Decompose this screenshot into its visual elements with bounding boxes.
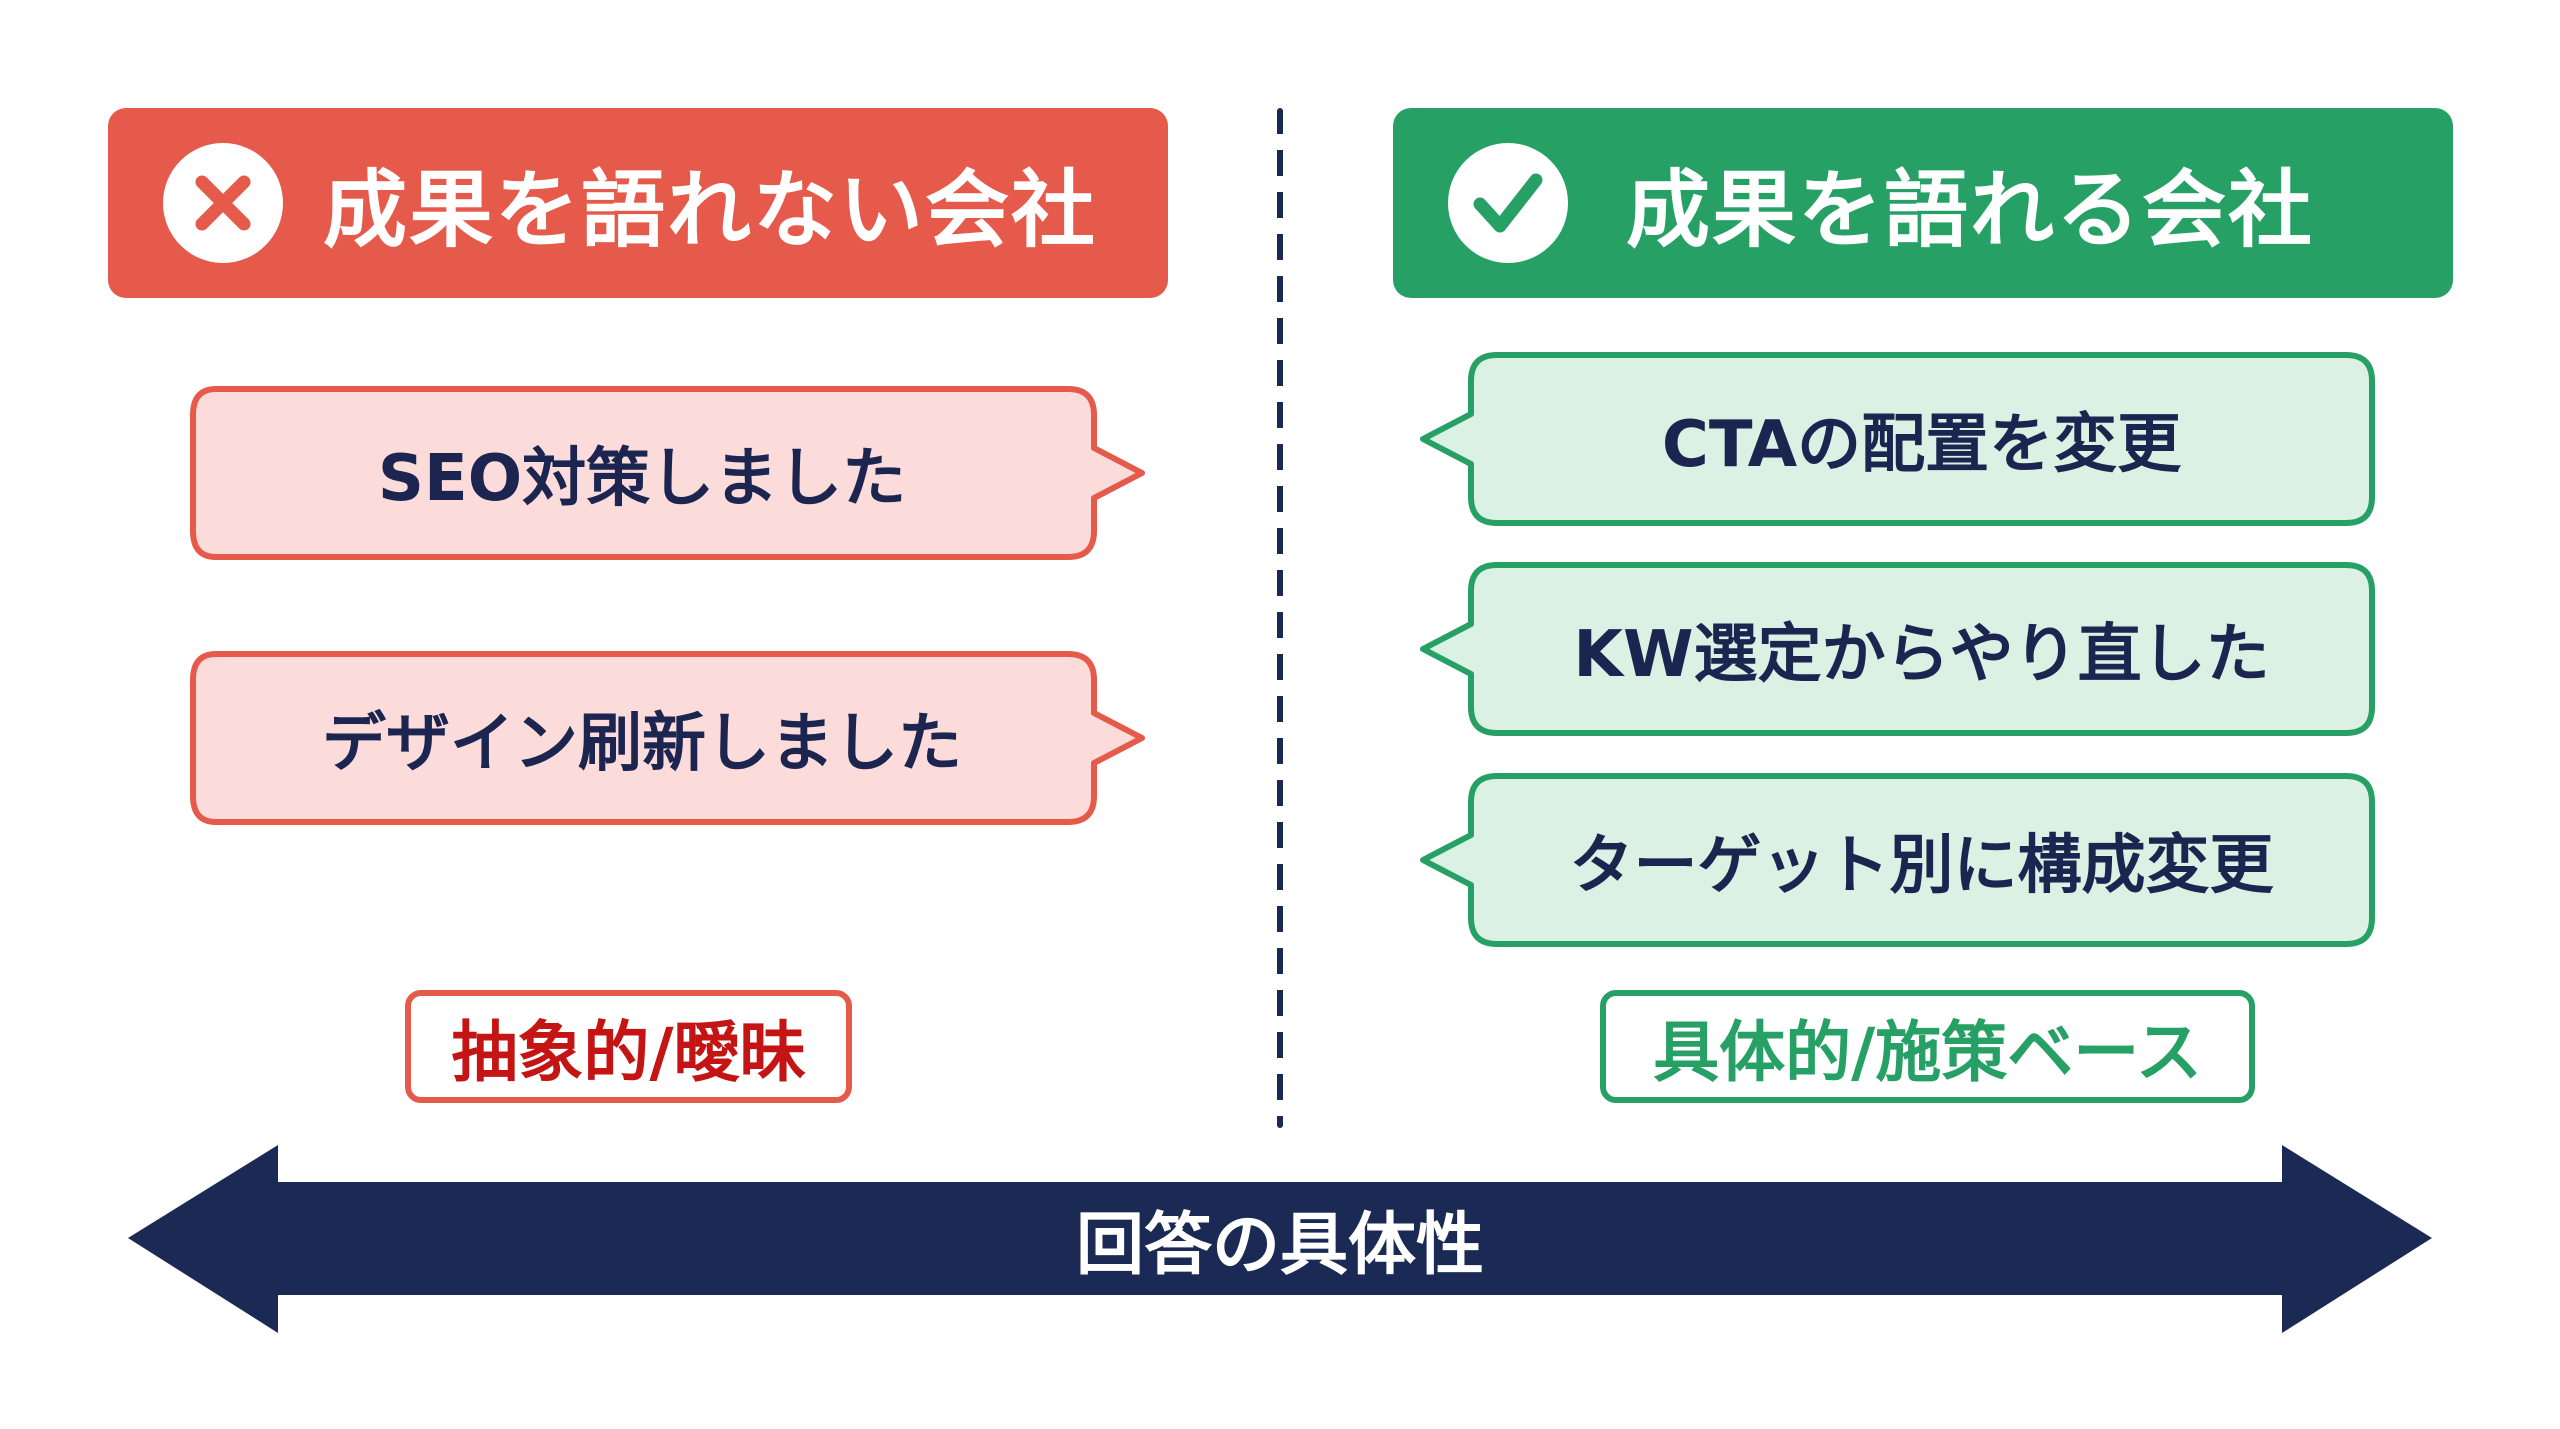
dashed-divider [1277, 108, 1283, 1128]
speech-bubble-shape [1420, 773, 2375, 947]
bubble-text: ターゲット別に構成変更 [1569, 829, 2274, 903]
speech-bubble: デザイン刷新しました [190, 651, 1145, 825]
speech-bubble: ターゲット別に構成変更 [1420, 773, 2375, 947]
header-title: 成果を語れない会社 [323, 160, 1098, 259]
x-circle-icon [163, 143, 283, 263]
header-title: 成果を語れる会社 [1626, 160, 2315, 259]
speech-bubble-shape [1420, 352, 2375, 526]
header-no-results-company: 成果を語れない会社 [108, 108, 1168, 298]
speech-bubble: CTAの配置を変更 [1420, 352, 2375, 526]
speech-bubble-shape [190, 651, 1145, 825]
check-circle-icon [1448, 143, 1568, 263]
speech-bubble: SEO対策しました [190, 386, 1145, 560]
bubble-text: KW選定からやり直した [1573, 618, 2270, 692]
bubble-text: デザイン刷新しました [322, 707, 962, 781]
tag-abstract-vague: 抽象的/曖昧 [405, 990, 852, 1103]
bubble-text: CTAの配置を変更 [1661, 408, 2182, 482]
bubble-text: SEO対策しました [377, 442, 907, 516]
tag-concrete-action-based: 具体的/施策ベース [1600, 990, 2255, 1103]
speech-bubble-shape [1420, 562, 2375, 736]
speech-bubble-shape [190, 386, 1145, 560]
speech-bubble: KW選定からやり直した [1420, 562, 2375, 736]
header-results-company: 成果を語れる会社 [1393, 108, 2453, 298]
axis-label: 回答の具体性 [1075, 1205, 1484, 1285]
